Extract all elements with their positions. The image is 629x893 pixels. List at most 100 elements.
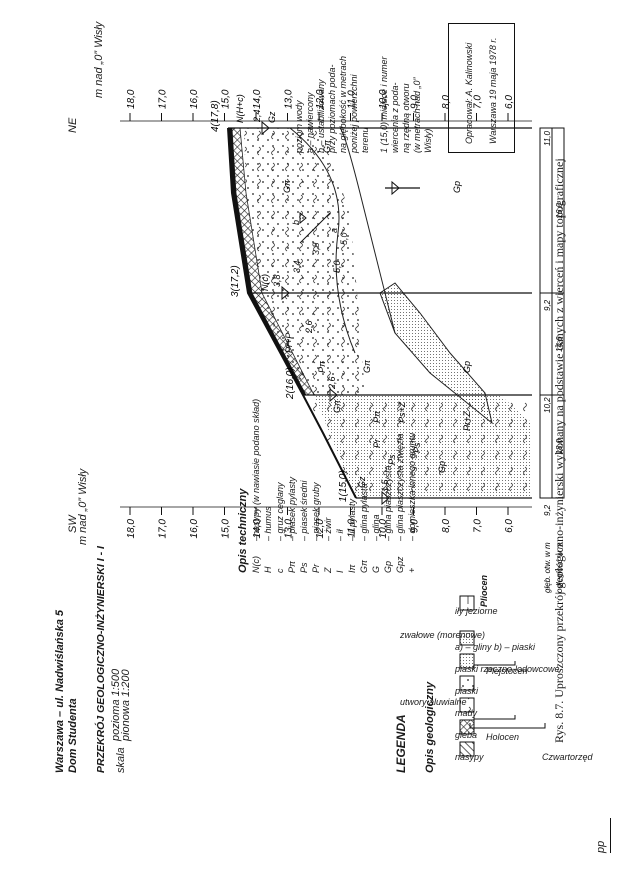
soil-mark-20: 3,4 xyxy=(292,260,302,273)
tick-label-right-11: 7,0 xyxy=(473,95,484,109)
water-depth-3: 2,4 xyxy=(252,109,262,123)
swatch-sand xyxy=(459,675,475,691)
water-symbol-2 xyxy=(329,387,338,403)
soil-mark-5: Pπ xyxy=(372,410,382,423)
bracket-holocene xyxy=(473,715,516,720)
borehole-label-0: 1(15,0) xyxy=(338,470,349,502)
soil-mark-15: Gp xyxy=(452,181,462,193)
distance-value-1: 14,6 xyxy=(555,336,564,352)
water-depth-0: 1,5 xyxy=(380,478,390,492)
section-geometry xyxy=(120,120,565,508)
date: Warszawa 19 maja 1978 r. xyxy=(488,37,498,144)
soil-mark-7: Pπ xyxy=(317,360,327,373)
soil-mark-3: Gz xyxy=(357,476,367,488)
tick-label-left-5: 13,0 xyxy=(284,519,295,539)
tick-label-right-9: 9,0 xyxy=(410,95,421,109)
tick-label-right-2: 16,0 xyxy=(189,89,200,109)
tick-label-left-0: 18,0 xyxy=(126,519,137,539)
borehole-label-3: 4(17,8) xyxy=(210,100,221,132)
soil-mark-11: N(H+c) xyxy=(235,94,245,123)
tick-label-left-8: 10,0 xyxy=(378,519,389,539)
soil-mark-14: Gπ xyxy=(322,139,332,153)
margin-mark: pp xyxy=(595,840,607,853)
tick-label-left-4: 14,0 xyxy=(252,519,263,539)
water-depth-1: 2,6 xyxy=(327,376,337,390)
tick-label-left-6: 12,0 xyxy=(315,519,326,539)
soil-mark-0: Gp xyxy=(437,461,447,473)
tick-label-left-2: 16,0 xyxy=(189,519,200,539)
stratum-sand-upper xyxy=(244,128,365,395)
borehole-legend-water xyxy=(391,180,400,196)
lens-sand xyxy=(379,282,493,425)
borehole-label-2: 3(17,2) xyxy=(230,265,241,297)
soil-mark-16: Ps+Z xyxy=(397,401,407,423)
swatch-fluvioglacial xyxy=(459,653,475,669)
tick-label-right-8: 10,0 xyxy=(378,89,389,109)
water-depth-2: 3,8 xyxy=(272,274,282,287)
tick-label-left-7: 11,0 xyxy=(347,519,358,538)
tick-label-right-4: 14,0 xyxy=(252,89,263,109)
tick-label-right-5: 13,0 xyxy=(284,89,295,109)
margin-rule xyxy=(610,818,611,853)
tick-label-left-10: 8,0 xyxy=(441,519,452,533)
tick-label-right-3: 15,0 xyxy=(221,89,232,109)
elevation-ticks-left: 18,0 17,0 16,0 15,0 14,0 13,0 12,0 11,0 10,0 9,0 8… xyxy=(126,507,515,538)
depth-value-1: 10,2 xyxy=(543,397,552,413)
soil-mark-18: Pr+P xyxy=(284,333,294,353)
tick-label-left-11: 7,0 xyxy=(473,519,484,533)
water-symbol-1 xyxy=(381,490,390,506)
author: Opracował: A. Kalinowski xyxy=(464,42,474,144)
water-symbol-4 xyxy=(261,120,270,136)
soil-mark-6: Gπ xyxy=(332,399,342,413)
water-sym-b-icon xyxy=(299,211,307,225)
depth-value-2: 9,2 xyxy=(543,299,552,311)
distance-value-0: 18,0 xyxy=(555,438,564,454)
tick-label-right-10: 8,0 xyxy=(441,95,452,109)
borehole-label-1: 2(16,0) xyxy=(285,367,296,400)
tick-label-right-12: 6,0 xyxy=(504,95,515,109)
ground-surface xyxy=(227,127,357,499)
soil-mark-19: 5,0 xyxy=(332,260,342,273)
caption: Rys. 8.7. Uproszczony przekrój geologicz… xyxy=(552,158,566,743)
distance-value-2: 16,0 xyxy=(555,202,564,218)
soil-mark-4: Pr xyxy=(372,438,382,448)
soil-mark-17: Pr+Z xyxy=(462,411,472,431)
swatch-soil xyxy=(459,719,475,735)
soil-mark-9: Gp xyxy=(462,361,472,373)
soil-mark-13: Gπ xyxy=(282,179,292,193)
tick-label-left-9: 9,0 xyxy=(410,519,421,533)
swatch-clay xyxy=(459,595,475,611)
soil-mark-21: 2,6 xyxy=(304,320,314,334)
depth-value-0: 9,2 xyxy=(543,504,552,516)
tick-label-left-3: 15,0 xyxy=(221,519,232,539)
swatch-mada xyxy=(459,697,475,713)
soil-mark-2: Ps xyxy=(412,442,422,453)
soil-mark-8: Gπ xyxy=(362,359,372,373)
swatch-glacial xyxy=(459,630,475,646)
depth-row-label: głęb. otw. w m xyxy=(543,542,552,593)
soil-mark-1: Ps xyxy=(387,454,397,465)
tick-label-right-7: 11,0 xyxy=(347,90,358,109)
distance-row-label: odległość w m xyxy=(555,542,564,593)
soil-mark-10: N(c) xyxy=(260,274,270,291)
tick-label-left-1: 17,0 xyxy=(158,519,169,539)
author-box: Opracował: A. Kalinowski Warszawa 19 maj… xyxy=(448,23,515,153)
depth-value-3: 11,0 xyxy=(543,130,552,146)
swatch-fill xyxy=(459,741,475,757)
boundary-line-1 xyxy=(289,127,356,354)
water-symbol-3 xyxy=(281,285,290,301)
soil-mark-12: Gz xyxy=(267,111,277,123)
tick-label-right-6: 12,0 xyxy=(315,89,326,109)
water-leader xyxy=(299,212,331,244)
tick-label-left-12: 6,0 xyxy=(504,519,515,533)
tick-label-right-0: 18,0 xyxy=(126,89,137,109)
stratum-fluvioglacial-sand xyxy=(314,395,532,498)
